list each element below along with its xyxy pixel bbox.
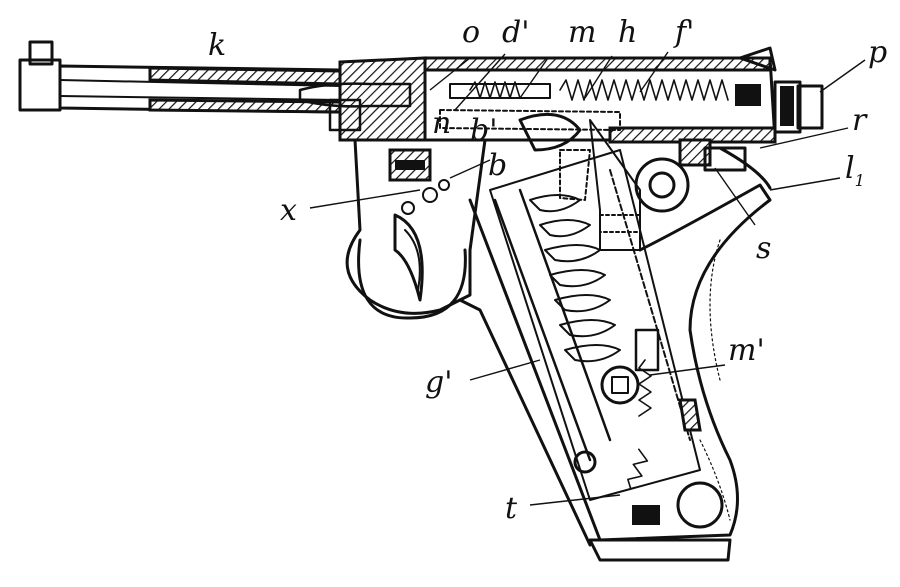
label-k: k xyxy=(208,28,226,63)
label-l1-subscript: 1 xyxy=(855,171,865,190)
label-n: n xyxy=(432,106,451,141)
label-o: o xyxy=(462,15,480,50)
label-b: b xyxy=(488,148,507,183)
label-x: x xyxy=(280,193,297,228)
label-t: t xyxy=(505,491,518,526)
label-f-prime: f' xyxy=(673,15,694,50)
label-d-prime: d' xyxy=(502,15,529,50)
label-b-prime: b' xyxy=(470,113,497,148)
label-m: m xyxy=(568,15,596,50)
label-p: p xyxy=(868,35,887,70)
part-labels: k o d' m h f' p r l1 n b' b x s g' m' t xyxy=(208,15,887,526)
label-s: s xyxy=(756,231,771,266)
label-m-prime: m' xyxy=(728,333,765,368)
label-l1-letter: l xyxy=(845,151,855,186)
frame xyxy=(345,138,487,320)
label-r: r xyxy=(852,103,868,138)
barrel xyxy=(18,40,427,142)
toggle-link xyxy=(518,112,772,251)
grip xyxy=(458,149,772,562)
label-g-prime: g' xyxy=(425,365,452,400)
label-h: h xyxy=(618,15,637,50)
leader-lines xyxy=(309,51,866,506)
receiver xyxy=(423,46,824,144)
label-l1: l1 xyxy=(845,151,865,190)
